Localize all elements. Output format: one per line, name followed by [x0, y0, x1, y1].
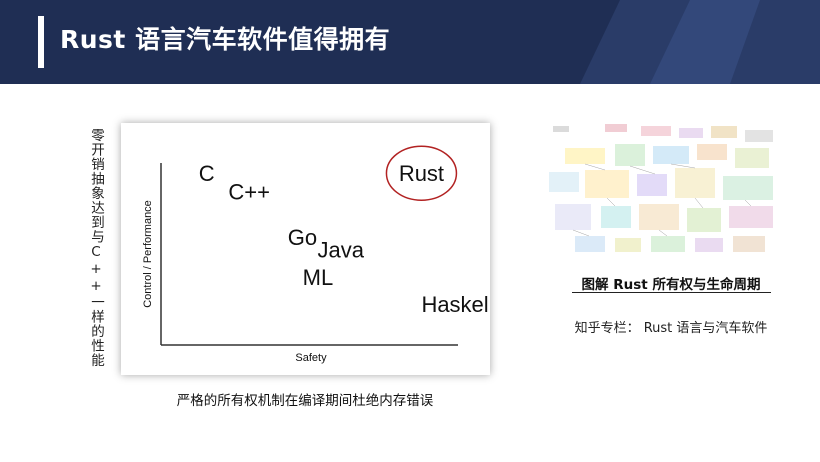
source-note: 知乎专栏： Rust 语言与汽车软件: [574, 321, 768, 336]
header-decoration: [580, 0, 820, 84]
point-label-go: Go: [288, 225, 317, 250]
chart-caption: 严格的所有权机制在编译期间杜绝内存错误: [176, 393, 434, 409]
header-bar: Rust 语言汽车软件值得拥有: [0, 0, 820, 84]
diagram-title: 图解 Rust 所有权与生命周期: [581, 277, 761, 293]
point-label-ml: ML: [303, 265, 334, 290]
highlight-ellipse-rust: [385, 145, 458, 201]
ownership-diagram-thumbnail: [545, 120, 785, 257]
point-label-haskell: Haskell: [421, 292, 490, 317]
point-label-c: C: [199, 161, 215, 186]
point-label-java: Java: [318, 238, 365, 263]
y-axis-label: Control / Performance: [142, 200, 154, 308]
header-accent-bar: [38, 16, 44, 68]
point-label-cpp: C++: [228, 179, 270, 204]
point-label-rust: Rust: [399, 161, 444, 186]
page-title: Rust 语言汽车软件值得拥有: [60, 25, 391, 54]
chart-svg: Safety Control / Performance C C++ GoJavaM…: [142, 145, 490, 364]
x-axis-label: Safety: [295, 352, 327, 364]
left-caption: 零开销抽象达到与C++一样的性能: [88, 128, 104, 368]
diagram-title-underline: [572, 292, 771, 293]
